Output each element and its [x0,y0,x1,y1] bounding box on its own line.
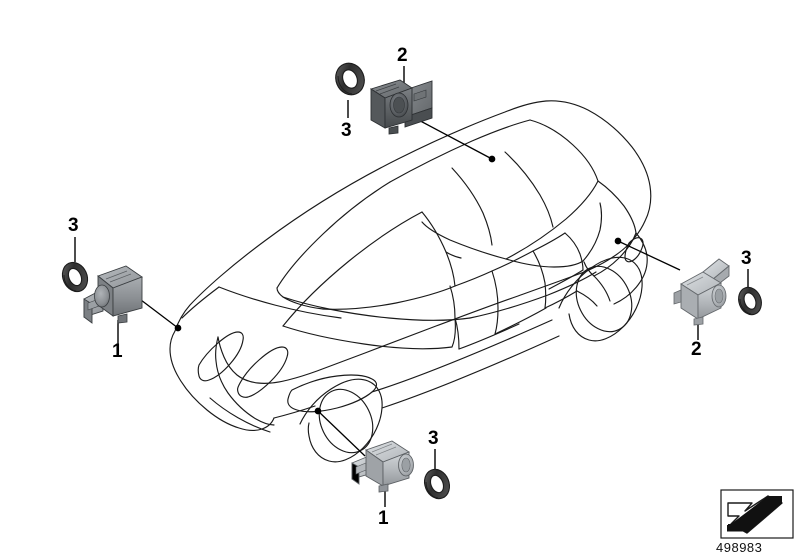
orientation-icon-box [720,489,794,539]
callout-stems [74,66,749,507]
part-sealing-ring-front-left[interactable] [58,258,92,295]
part-sensor-front-bottom[interactable] [351,440,414,493]
leader-lines [140,115,681,457]
callout-2-rear-top: 2 [397,45,408,66]
part-sealing-ring-front-bottom[interactable] [420,466,453,503]
callout-2-rear-right: 2 [691,339,702,360]
leader-sensor-front-bottom [317,410,366,457]
callout-3-rear-top: 3 [341,120,352,141]
leader-sensor-front-left [140,299,179,329]
callout-3-front-left: 3 [68,215,79,236]
callout-3-front-bottom: 3 [428,428,439,449]
part-sensor-rear-top[interactable] [369,79,433,135]
part-sealing-ring-rear-top[interactable] [331,59,369,99]
callout-3-rear-right: 3 [741,248,752,269]
3d-arrow-icon [727,495,783,534]
callout-1-front-bottom: 1 [378,508,389,529]
callout-1-front-left: 1 [112,341,123,362]
part-sealing-ring-rear-right[interactable] [735,284,765,318]
part-sensor-rear-right[interactable] [673,258,730,326]
leader-sensor-rear-top [410,115,493,160]
part-sensor-front-left[interactable] [83,265,143,324]
vehicle-outline [169,100,652,463]
leader-sensor-rear-right [617,240,681,271]
part-reference-number: 498983 [716,540,763,555]
